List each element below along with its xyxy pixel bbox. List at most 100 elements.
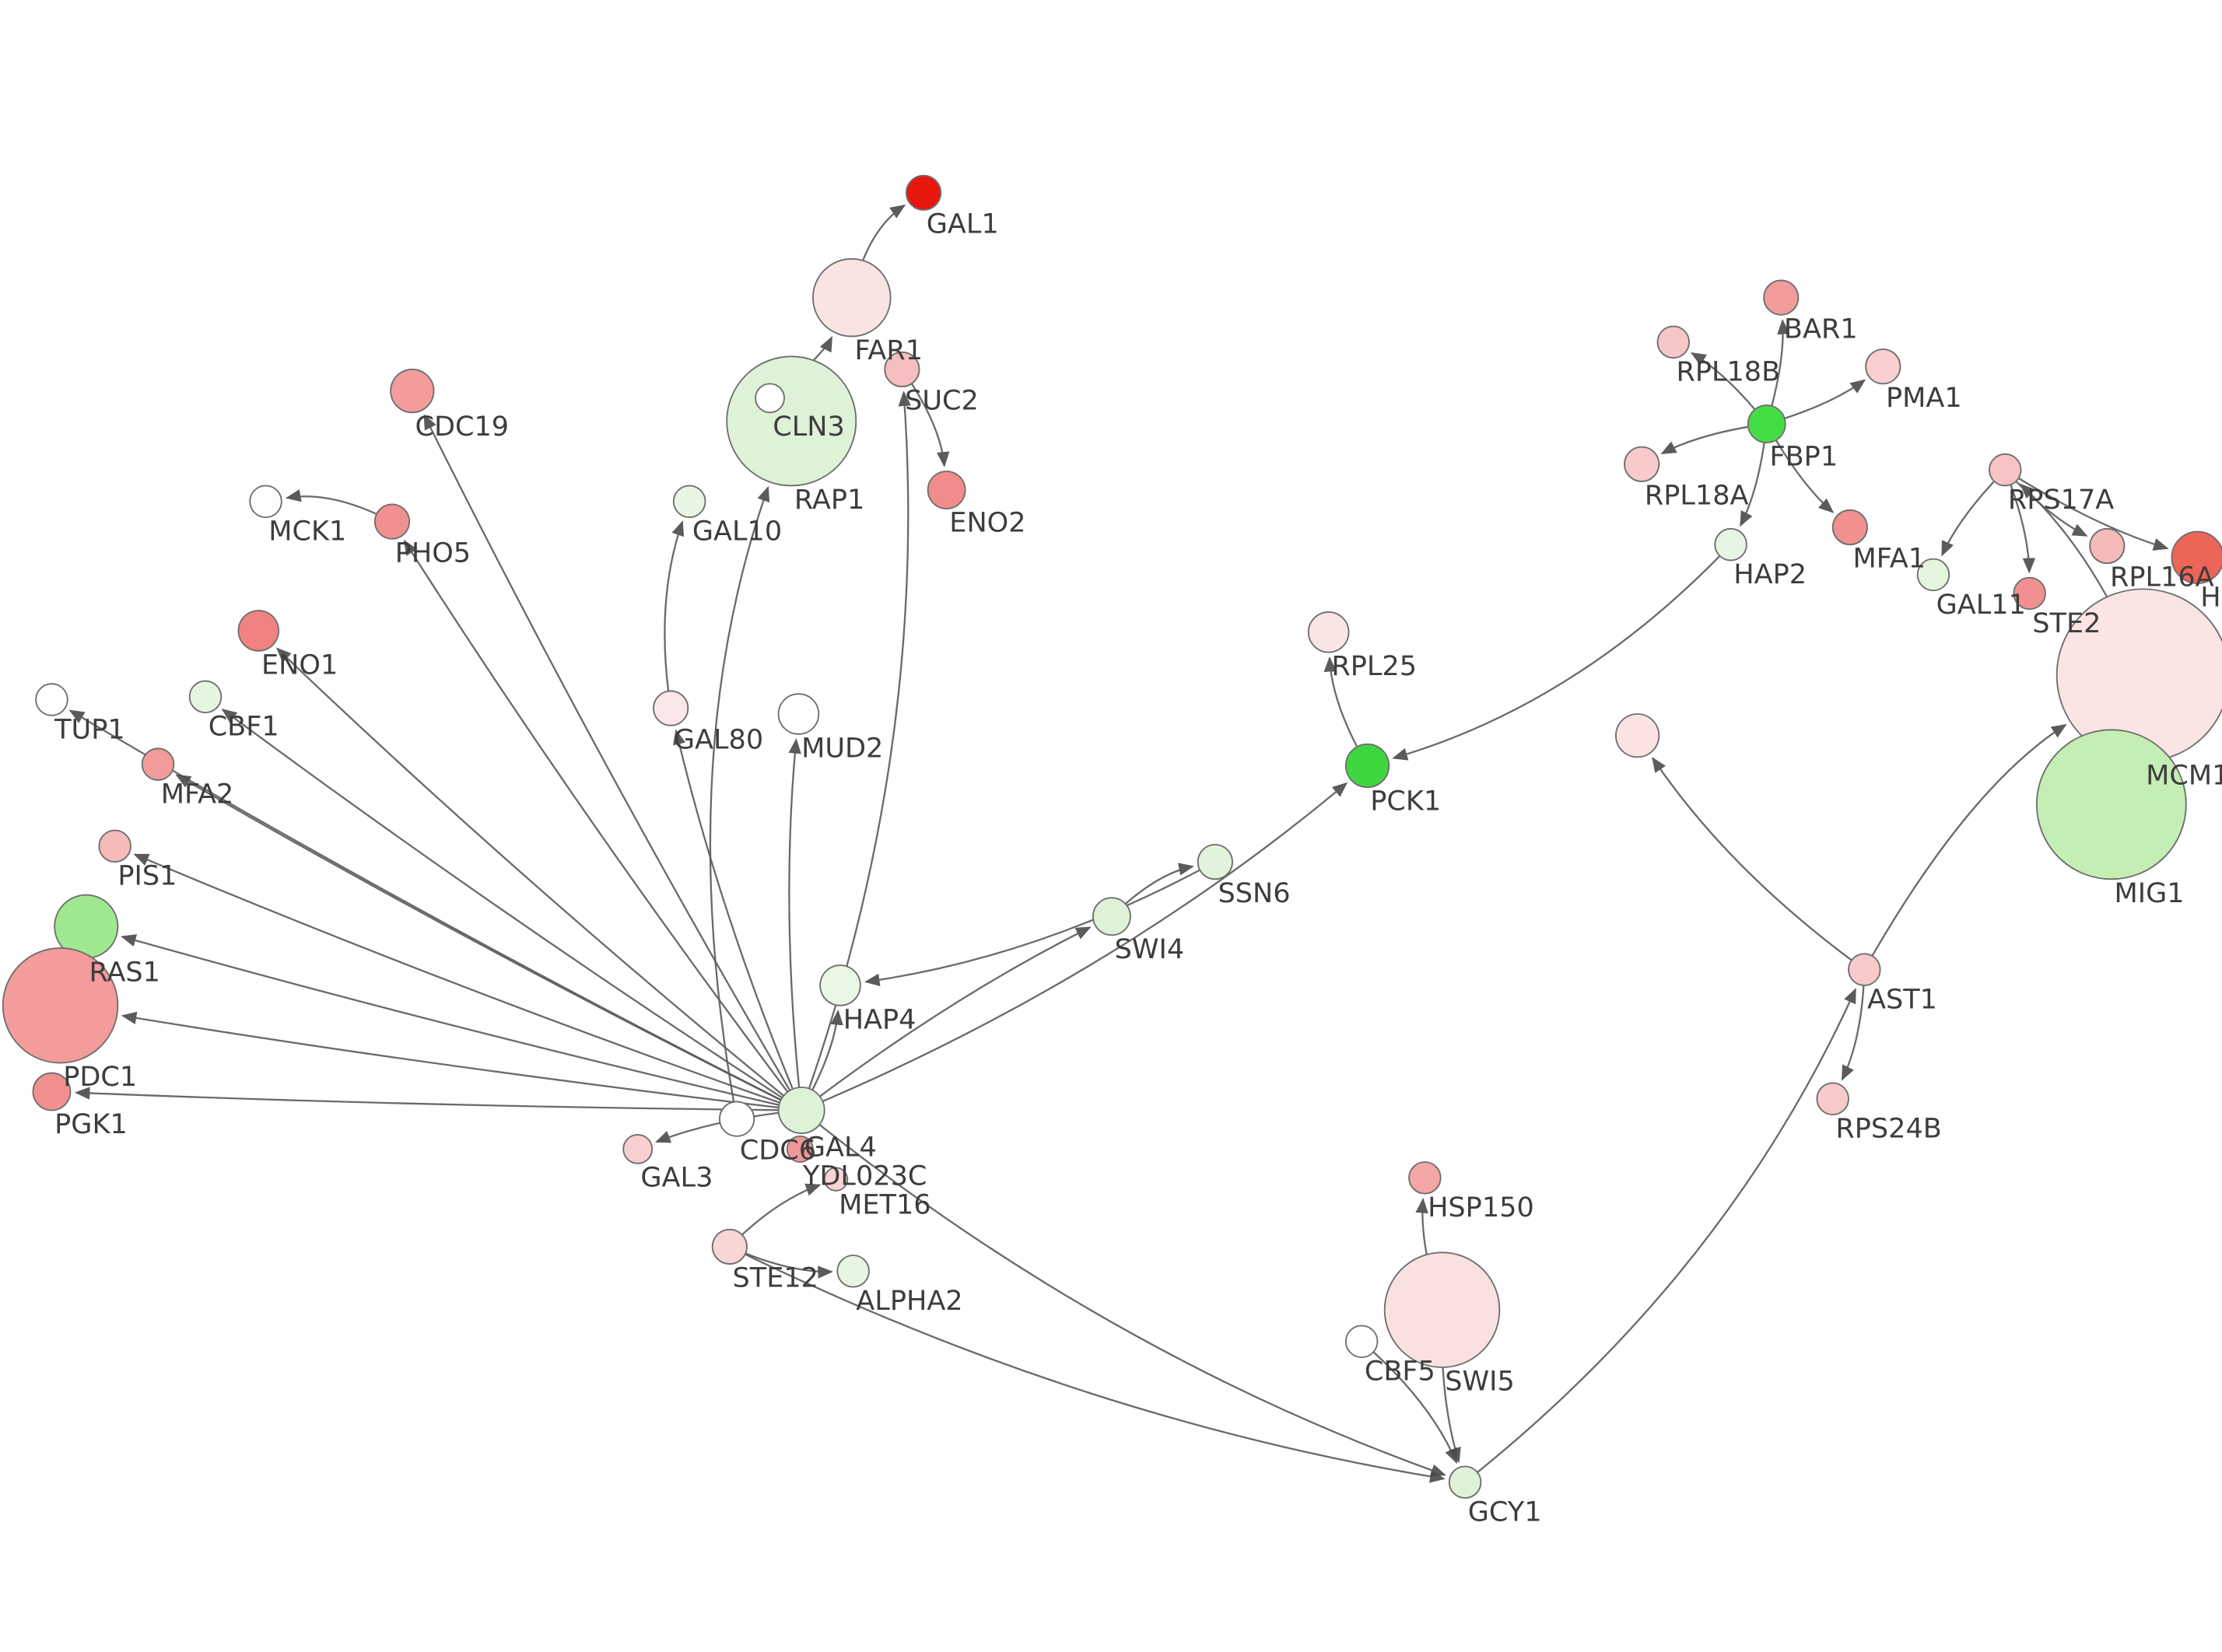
edge-GAL4-SWI4[interactable] bbox=[801, 926, 1092, 1111]
node-PCK1[interactable] bbox=[1344, 743, 1390, 789]
node-label-SWI4: SWI4 bbox=[1115, 933, 1185, 965]
edge-GAL4-MUD2[interactable] bbox=[788, 738, 803, 1111]
node-RPS24B[interactable] bbox=[1816, 1082, 1849, 1116]
edge-STE12-GCY1[interactable] bbox=[729, 1245, 1446, 1483]
edge-GAL4-PHO5[interactable] bbox=[403, 539, 803, 1111]
node-label-ENO2: ENO2 bbox=[949, 507, 1025, 539]
node-label-RPL25: RPL25 bbox=[1331, 650, 1417, 682]
node-RPL25[interactable] bbox=[1307, 611, 1350, 653]
node-FAR1[interactable] bbox=[812, 257, 892, 338]
node-GAL4[interactable] bbox=[777, 1087, 825, 1135]
node-HIS4[interactable] bbox=[2171, 530, 2222, 584]
node-RAP1[interactable] bbox=[726, 355, 857, 487]
node-STE12[interactable] bbox=[711, 1228, 748, 1265]
node-label-GAL11: GAL11 bbox=[1936, 589, 2026, 621]
node-N1[interactable] bbox=[1615, 713, 1660, 758]
node-MIG1[interactable] bbox=[2035, 729, 2187, 880]
edge-AST1-MCM1[interactable] bbox=[1863, 723, 2067, 971]
node-CBF1[interactable] bbox=[188, 680, 223, 714]
node-GCY1[interactable] bbox=[1448, 1465, 1482, 1499]
node-MET16[interactable] bbox=[823, 1167, 849, 1192]
node-label-RAP1: RAP1 bbox=[794, 484, 864, 516]
edge-GAL4-GAL80[interactable] bbox=[673, 729, 803, 1111]
node-GAL3[interactable] bbox=[622, 1134, 654, 1164]
node-label-HAP4: HAP4 bbox=[843, 1003, 916, 1035]
node-MFA2[interactable] bbox=[141, 747, 175, 781]
node-label-BAR1: BAR1 bbox=[1784, 313, 1858, 345]
node-ENO2[interactable] bbox=[927, 471, 966, 509]
node-label-HAP2: HAP2 bbox=[1733, 558, 1807, 590]
node-STE2[interactable] bbox=[2013, 576, 2046, 611]
node-GAL11[interactable] bbox=[1916, 558, 1950, 592]
edge-GAL4-ENO1[interactable] bbox=[275, 647, 802, 1111]
edge-HAP2-PCK1[interactable] bbox=[1392, 544, 1732, 761]
node-CBF5[interactable] bbox=[1344, 1325, 1379, 1359]
edge-GAL4-CDC19[interactable] bbox=[423, 414, 803, 1111]
node-GAL10[interactable] bbox=[672, 485, 706, 519]
node-SWI4[interactable] bbox=[1092, 897, 1131, 936]
node-RPL18B[interactable] bbox=[1656, 325, 1690, 359]
node-label-GAL80: GAL80 bbox=[674, 723, 763, 755]
node-label-STE12: STE12 bbox=[733, 1262, 818, 1294]
node-RPL16A[interactable] bbox=[2089, 527, 2126, 565]
node-label-SSN6: SSN6 bbox=[1218, 877, 1291, 909]
edge-GAL4-PCK1[interactable] bbox=[801, 782, 1348, 1111]
node-PIS1[interactable] bbox=[98, 829, 131, 863]
edge-RPS17A-HIS4[interactable] bbox=[2004, 469, 2169, 551]
node-PDC1[interactable] bbox=[2, 947, 119, 1064]
node-AST1[interactable] bbox=[1848, 953, 1881, 986]
node-HSP150[interactable] bbox=[1408, 1161, 1442, 1195]
node-label-MET16: MET16 bbox=[839, 1188, 931, 1220]
edge-CBF5-GCY1[interactable] bbox=[1361, 1340, 1458, 1465]
edge-GAL4-PDC1[interactable] bbox=[121, 1011, 802, 1111]
node-CDC6[interactable] bbox=[719, 1101, 755, 1137]
node-PGK1[interactable] bbox=[32, 1072, 72, 1111]
node-RPL18A[interactable] bbox=[1624, 446, 1660, 482]
node-SWI5[interactable] bbox=[1383, 1251, 1501, 1368]
node-PMA1[interactable] bbox=[1865, 348, 1901, 385]
edge-GCY1-AST1[interactable] bbox=[1464, 988, 1856, 1483]
node-GAL1[interactable] bbox=[906, 174, 942, 211]
node-label-HIS4: HIS4 bbox=[2200, 582, 2222, 614]
node-BAR1[interactable] bbox=[1763, 279, 1800, 316]
node-label-PDC1: PDC1 bbox=[63, 1061, 137, 1093]
node-ALPHA2[interactable] bbox=[836, 1255, 870, 1288]
node-SSN6[interactable] bbox=[1197, 844, 1233, 880]
edge-GAL4-PIS1[interactable] bbox=[133, 853, 802, 1111]
node-GAL80[interactable] bbox=[653, 690, 689, 726]
edge-GAL4-MFA2[interactable] bbox=[175, 774, 802, 1111]
node-CLN3[interactable] bbox=[755, 383, 785, 414]
node-ENO1[interactable] bbox=[237, 610, 280, 652]
edge-AST1-RPS24B[interactable] bbox=[1841, 969, 1866, 1081]
node-SUC2[interactable] bbox=[884, 351, 920, 388]
edge-AST1-N1[interactable] bbox=[1652, 757, 1865, 971]
node-FBP1[interactable] bbox=[1747, 404, 1786, 443]
node-HAP2[interactable] bbox=[1714, 527, 1747, 562]
node-MUD2[interactable] bbox=[777, 693, 820, 735]
node-label-GAL3: GAL3 bbox=[640, 1161, 713, 1193]
edge-GAL4-RAS1[interactable] bbox=[121, 934, 802, 1111]
node-CDC19[interactable] bbox=[390, 369, 435, 414]
node-TUP1[interactable] bbox=[35, 683, 68, 716]
node-MCK1[interactable] bbox=[249, 485, 282, 519]
node-label-RPL18B: RPL18B bbox=[1676, 356, 1780, 388]
edge-GAL80-GAL10[interactable] bbox=[664, 520, 685, 709]
edge-GAL4-TUP1[interactable] bbox=[68, 709, 802, 1111]
node-MFA1[interactable] bbox=[1831, 509, 1868, 546]
node-label-SWI5: SWI5 bbox=[1445, 1366, 1515, 1398]
edge-GAL4-PGK1[interactable] bbox=[74, 1087, 802, 1111]
edge-SSN6-HAP4[interactable] bbox=[864, 861, 1216, 987]
edge-CDC6-RAP1[interactable] bbox=[709, 485, 770, 1119]
node-YDL023C[interactable] bbox=[786, 1135, 814, 1163]
node-RPS17A[interactable] bbox=[1989, 453, 2022, 487]
edge-GAL4-SUC2[interactable] bbox=[801, 390, 912, 1111]
node-label-YDL023C: YDL023C bbox=[802, 1160, 927, 1192]
node-HAP4[interactable] bbox=[819, 964, 861, 1006]
edge-GAL4-CBF1[interactable] bbox=[221, 709, 802, 1111]
edge-GAL4-GCY1[interactable] bbox=[801, 1109, 1446, 1477]
node-label-TUP1: TUP1 bbox=[54, 713, 125, 745]
node-PHO5[interactable] bbox=[373, 503, 411, 540]
